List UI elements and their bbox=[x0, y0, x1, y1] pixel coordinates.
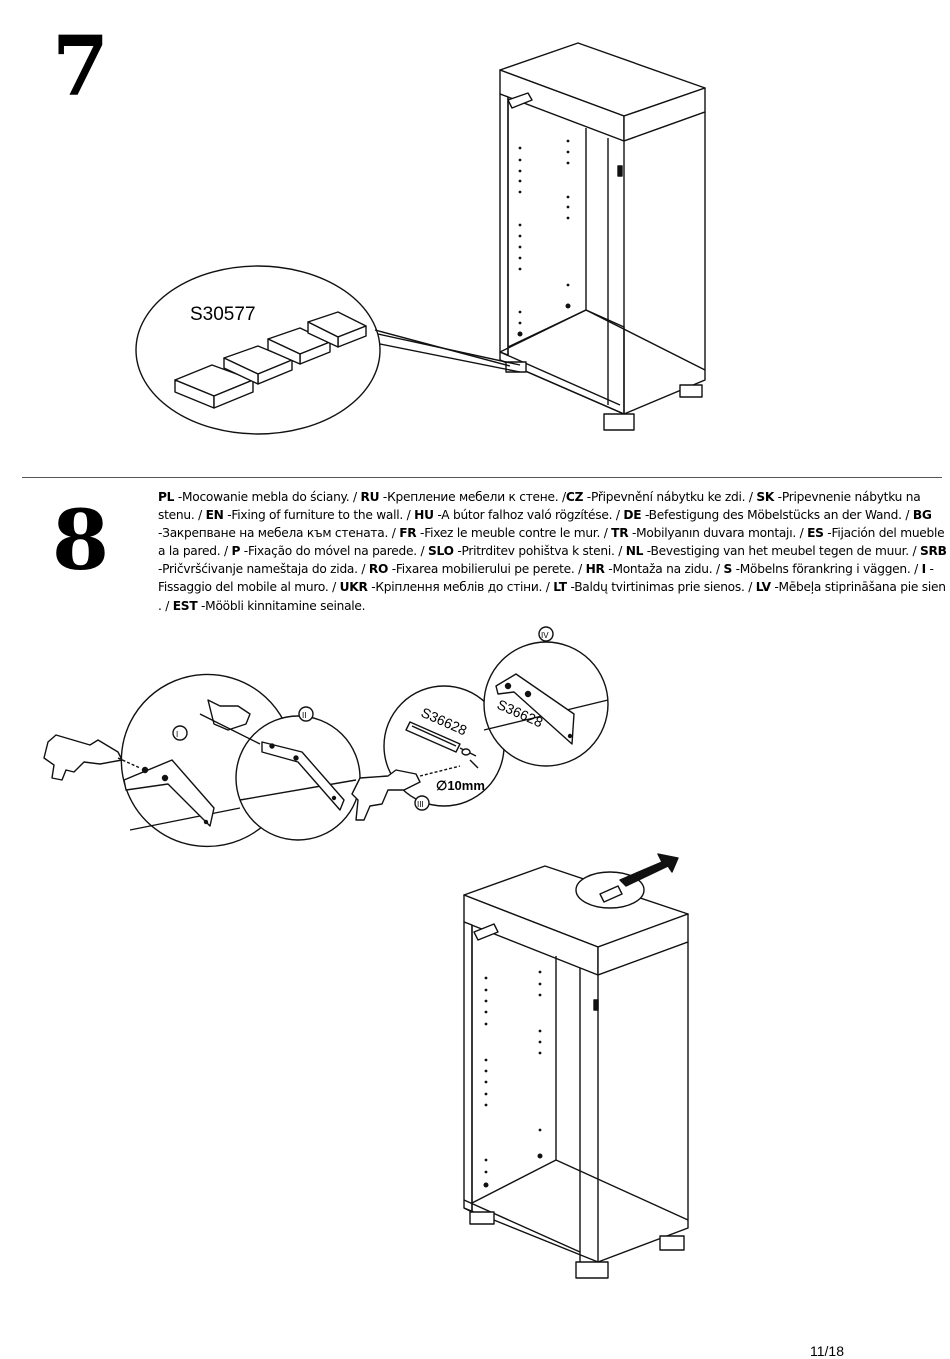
step-7-number: 7 bbox=[52, 19, 110, 115]
lang-code: RO bbox=[368, 562, 389, 577]
lang-code: SK bbox=[756, 490, 775, 504]
lang-text: -Закрепване на мебела към стената. / bbox=[158, 526, 400, 541]
lang-code: LT bbox=[553, 580, 567, 595]
lang-text: -Befestigung des Möbelstücks an der Wand… bbox=[641, 508, 913, 523]
lang-text: -Baldų tvirtinimas prie sienos. / bbox=[566, 580, 756, 595]
lang-text: -Pritrditev pohištva k steni. / bbox=[453, 544, 626, 559]
lang-text: -Fixarea mobilierului pe perete. / bbox=[388, 562, 586, 577]
step7-felt-pads bbox=[174, 311, 367, 409]
step8-sub-IV bbox=[483, 641, 609, 767]
lang-code: LV bbox=[755, 580, 771, 595]
lang-code: SLO bbox=[427, 544, 454, 559]
lang-text: -Mocowanie mebla do ściany. / bbox=[174, 490, 361, 504]
step-divider bbox=[22, 477, 942, 478]
lang-code: P bbox=[231, 544, 241, 559]
step7-cabinet-drawing bbox=[499, 42, 706, 431]
step8-sub-II bbox=[199, 699, 361, 841]
lang-code: ES bbox=[807, 526, 824, 541]
sub-I-badge bbox=[172, 725, 188, 741]
sub-IV-badge bbox=[538, 626, 554, 642]
lang-code: CZ bbox=[565, 490, 584, 504]
page-number: 11/18 bbox=[810, 1343, 844, 1359]
lang-code: EST bbox=[172, 598, 198, 613]
lang-text: -A bútor falhoz való rögzítése. / bbox=[433, 508, 624, 523]
step8-shelf-holes bbox=[483, 970, 543, 1188]
lang-code: BG bbox=[912, 508, 932, 523]
lang-text: -Кріплення меблів до стіни. / bbox=[367, 580, 554, 595]
push-arrow-icon bbox=[619, 853, 679, 887]
lang-code: RU bbox=[360, 490, 380, 504]
lang-text: -Pričvršćivanje nameštaja do zida. / bbox=[158, 562, 369, 577]
lang-code: I bbox=[921, 562, 927, 577]
step8-instructions: PL -Mocowanie mebla do ściany. / RU -Кре… bbox=[158, 488, 948, 615]
lang-text: -Mēbeļa stiprināšana pie sien . / bbox=[158, 580, 946, 613]
step-8-number: 8 bbox=[52, 493, 110, 589]
lang-code: HU bbox=[414, 508, 434, 523]
step8-cabinet-drawing bbox=[463, 865, 689, 1279]
lang-text: -Fijación del mueble a la pared. / bbox=[158, 526, 945, 559]
lang-code: SRB bbox=[919, 544, 947, 559]
sub-step-III-label: III bbox=[417, 800, 424, 809]
lang-text: -Fixez le meuble contre le mur. / bbox=[416, 526, 612, 541]
step8-sub-III bbox=[351, 685, 505, 821]
lang-code: DE bbox=[623, 508, 642, 523]
step7-shelf-holes bbox=[517, 139, 571, 337]
lang-code: EN bbox=[205, 508, 224, 523]
lang-code: FR bbox=[399, 526, 417, 541]
lang-code: S bbox=[723, 562, 732, 577]
lang-text: -Fixação do móvel na parede. / bbox=[240, 544, 428, 559]
lang-text: -Möbelns förankring i väggen. / bbox=[731, 562, 922, 577]
sub-step-I-label: I bbox=[176, 730, 178, 739]
drill-size-label: ∅10mm bbox=[436, 778, 485, 793]
sub-step-IV-label: IV bbox=[541, 631, 549, 640]
lang-code: UKR bbox=[339, 580, 368, 595]
lang-code: HR bbox=[585, 562, 605, 577]
lang-text: -Fixing of furniture to the wall. / bbox=[223, 508, 415, 523]
sub-III-badge bbox=[414, 795, 430, 811]
step7-part-label: S30577 bbox=[190, 304, 256, 325]
lang-text: -Крепление мебели к стене. / bbox=[379, 490, 566, 504]
lang-code: TR bbox=[611, 526, 629, 541]
lang-text: -Mobilyanın duvara montajı. / bbox=[628, 526, 808, 541]
lang-text: -Mööbli kinnitamine seinale. bbox=[197, 598, 366, 613]
lang-text: -Bevestiging van het meubel tegen de muu… bbox=[643, 544, 920, 559]
lang-text: -Připevnění nábytku ke zdi. / bbox=[583, 490, 757, 504]
lang-text: -Pripevnenie nábytku na stenu. / bbox=[158, 490, 921, 523]
lang-text: -Montaža na zidu. / bbox=[604, 562, 724, 577]
sub-step-II-label: II bbox=[302, 711, 306, 720]
lang-code: NL bbox=[625, 544, 644, 559]
lang-code: PL bbox=[158, 490, 175, 504]
lang-text: -Fissaggio del mobile al muro. / bbox=[158, 562, 934, 595]
sub-II-badge bbox=[298, 706, 314, 722]
